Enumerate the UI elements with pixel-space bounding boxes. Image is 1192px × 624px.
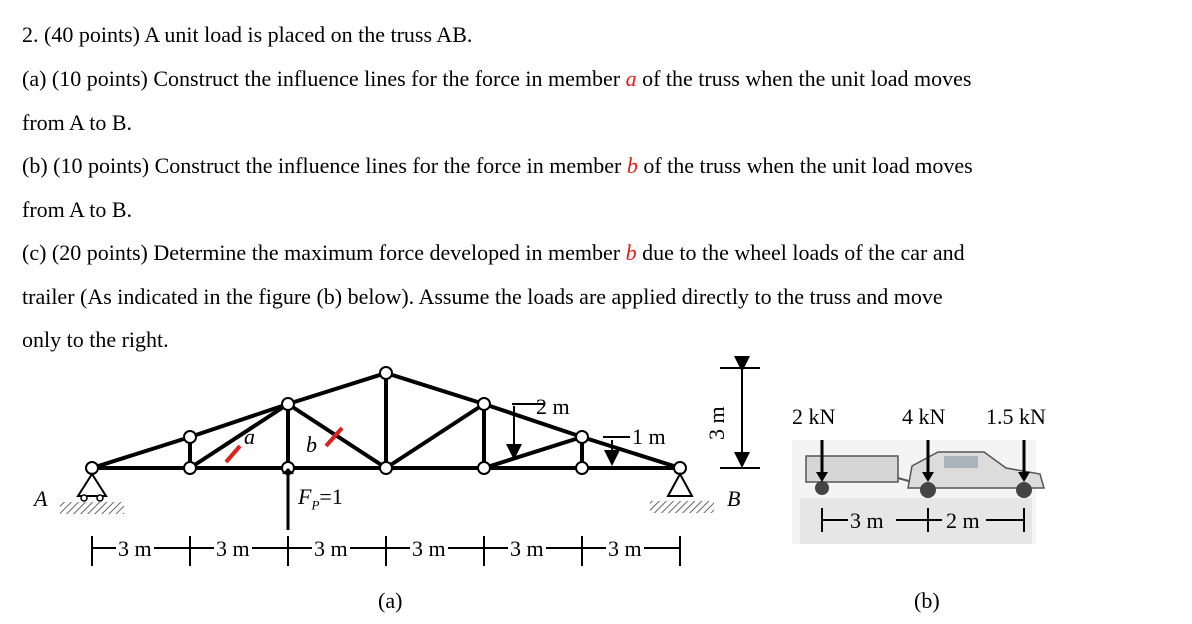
- part-b-line-1: (b) (10 points) Construct the influence …: [22, 153, 973, 179]
- dim-height-label: 3 m: [704, 406, 729, 440]
- trailer-wheel: [815, 481, 829, 495]
- part-a-line-1: (a) (10 points) Construct the influence …: [22, 66, 971, 92]
- span-label-3: 3 m: [312, 536, 350, 562]
- truss-members: [90, 371, 682, 470]
- load-symbol: F: [298, 484, 312, 509]
- car-front-wheel: [920, 482, 936, 498]
- load-subscript: P: [311, 497, 320, 513]
- support-b-label: B: [727, 486, 741, 511]
- member-b-cut-mark: [324, 426, 344, 448]
- spacing-label-3m: 3 m: [850, 508, 884, 533]
- figure-b-caption: (b): [914, 588, 940, 613]
- span-label-5: 3 m: [508, 536, 546, 562]
- part-c-line-1: (c) (20 points) Determine the maximum fo…: [22, 240, 965, 266]
- span-label-2: 3 m: [214, 536, 252, 562]
- part-b-line-2: from A to B.: [22, 197, 133, 222]
- figure-a-caption: (a): [378, 588, 403, 613]
- span-label-1: 3 m: [116, 536, 154, 562]
- span-label-4: 3 m: [410, 536, 448, 562]
- dim-spans: [91, 536, 681, 566]
- load-label-1-5kn: 1.5 kN: [986, 404, 1046, 429]
- dim-2m-label: 2 m: [536, 394, 570, 419]
- part-a-line-2: from A to B.: [22, 110, 133, 135]
- part-a-member-label: a: [625, 66, 637, 91]
- part-c-member-label: b: [625, 240, 637, 265]
- dim-1m-label: 1 m: [632, 424, 666, 449]
- load-label-2kn: 2 kN: [792, 404, 836, 429]
- part-b-text-pre: (b) (10 points) Construct the influence …: [22, 153, 627, 178]
- span-label-6: 3 m: [606, 536, 644, 562]
- dim-height: [720, 356, 760, 469]
- car-rear-wheel: [1016, 482, 1032, 498]
- part-c-line-2: trailer (As indicated in the figure (b) …: [22, 284, 943, 309]
- load-value: =1: [319, 484, 343, 509]
- part-c-text-post: due to the wheel loads of the car and: [636, 240, 965, 265]
- dim-1m: [603, 436, 630, 466]
- truss-joints: [85, 366, 687, 475]
- member-b-label: b: [306, 432, 317, 457]
- unit-load-label: FP=1: [298, 484, 343, 513]
- right-roller-support: [650, 471, 714, 513]
- car-body: [907, 451, 1045, 489]
- left-pin-support: [60, 472, 124, 514]
- part-b-text-post: of the truss when the unit load moves: [637, 153, 973, 178]
- vehicle-figure: [792, 440, 1045, 544]
- dim-2m: [506, 403, 545, 460]
- part-c-text-pre: (c) (20 points) Determine the maximum fo…: [22, 240, 626, 265]
- part-a-text-post: of the truss when the unit load moves: [636, 66, 972, 91]
- part-a-text-pre: (a) (10 points) Construct the influence …: [22, 66, 626, 91]
- spacing-label-2m: 2 m: [946, 508, 980, 533]
- part-b-member-label: b: [626, 153, 638, 178]
- load-label-4kn: 4 kN: [902, 404, 946, 429]
- support-a-label: A: [34, 486, 48, 511]
- member-a-label: a: [244, 424, 255, 449]
- unit-load-arrow: [282, 468, 294, 530]
- problem-title: 2. (40 points) A unit load is placed on …: [22, 22, 473, 47]
- part-c-line-3: only to the right.: [22, 327, 169, 352]
- member-a-cut-mark: [224, 444, 242, 464]
